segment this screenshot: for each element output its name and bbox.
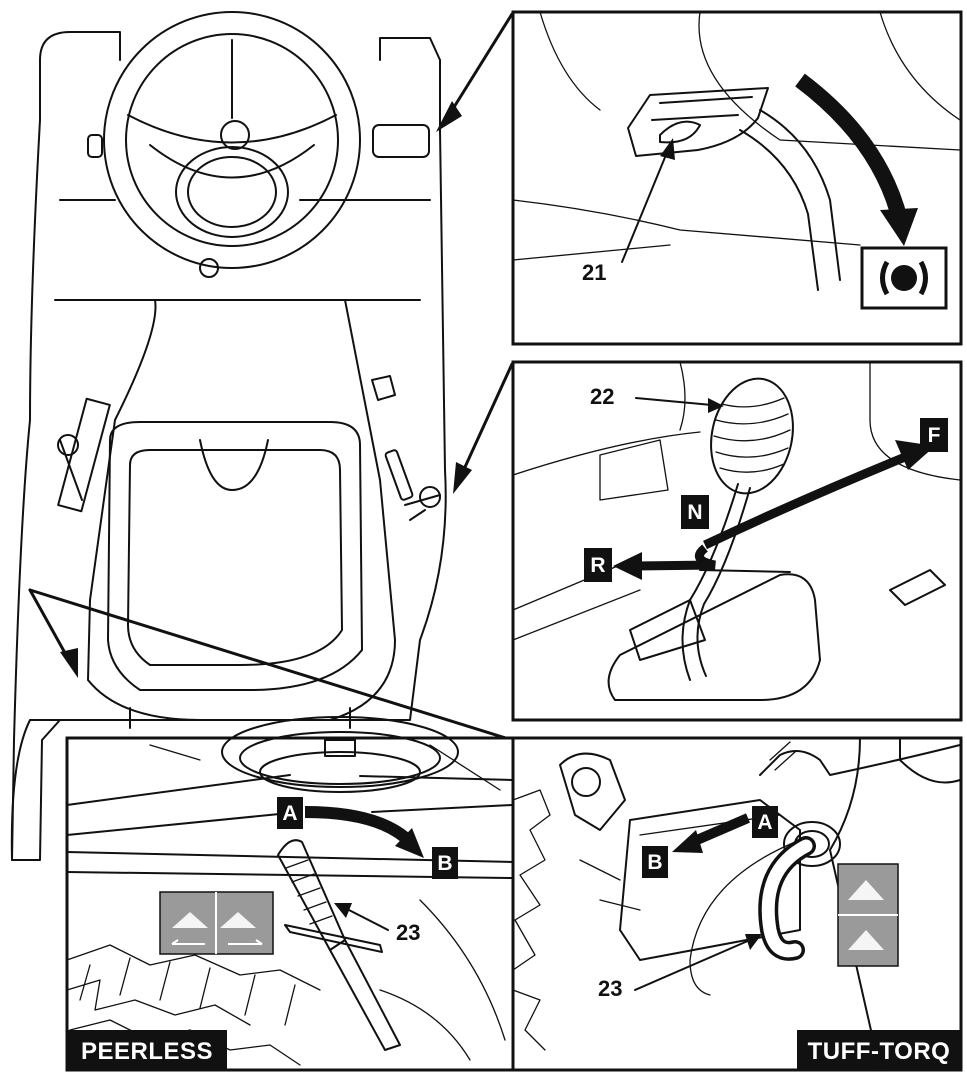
tufftorq-b: B <box>647 851 662 874</box>
tufftorq-b-box <box>642 846 668 878</box>
leader-lines <box>28 12 514 742</box>
peerless-b-box <box>432 847 458 879</box>
gear-reverse: R <box>590 554 605 577</box>
callout-23-tufftorq: 23 <box>598 976 622 1001</box>
inset-brake-pedal: 21 <box>511 10 963 346</box>
gear-neutral-box <box>681 495 709 529</box>
brand-tufftorq: TUFF-TORQ <box>808 1038 951 1065</box>
callout-23-peerless: 23 <box>396 920 420 945</box>
callout-21: 21 <box>582 260 606 285</box>
tufftorq-a-box <box>752 806 778 838</box>
gear-reverse-box <box>584 548 612 582</box>
tufftorq-a: A <box>757 811 772 834</box>
peerless-a-box <box>277 797 303 829</box>
inset-peerless: A B 23 PEERLESS <box>65 716 515 1072</box>
callout-22: 22 <box>590 384 614 409</box>
tractor-top-view <box>10 11 447 861</box>
gear-forward-box <box>920 418 948 452</box>
brand-peerless: PEERLESS <box>81 1038 213 1065</box>
gear-forward: F <box>928 424 941 447</box>
peerless-brand-plate <box>67 1030 227 1070</box>
inset-tufftorq: A B 23 TUFF-TORQ <box>511 736 963 1072</box>
tufftorq-brand-plate <box>797 1030 961 1070</box>
peerless-b: B <box>437 852 452 875</box>
gear-neutral: N <box>687 501 702 524</box>
peerless-a: A <box>282 802 297 825</box>
inset-shift-lever: 22 F N R <box>511 360 963 722</box>
